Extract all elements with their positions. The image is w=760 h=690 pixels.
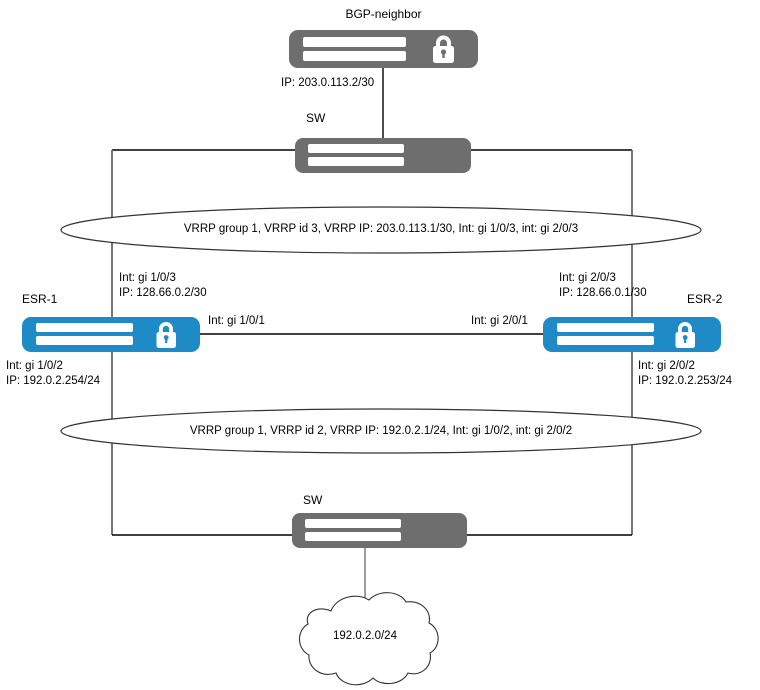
esr1-slot-bottom [36, 336, 133, 345]
device-bgp-neighbor[interactable] [289, 30, 478, 68]
switch-bottom-body [292, 513, 467, 548]
bgp-neighbor-slot-bottom [303, 51, 406, 61]
switch-top-body [295, 138, 471, 173]
esr2-slot-top [557, 323, 654, 332]
lock-icon [433, 35, 454, 63]
cloud-shape [298, 592, 439, 686]
switch-bottom-slot-top [305, 519, 401, 528]
device-esr1[interactable] [22, 317, 200, 352]
bgp-neighbor-slot-top [303, 37, 406, 47]
vrrp-ellipse-upper [60, 206, 702, 254]
switch-top-slot-bottom [308, 157, 404, 166]
device-esr2[interactable] [543, 317, 721, 352]
switch-top-slot-top [308, 144, 404, 153]
lock-icon [675, 322, 695, 348]
vrrp-ellipse-lower [60, 408, 702, 454]
esr2-slot-bottom [557, 336, 654, 345]
lock-icon [156, 322, 176, 348]
device-switch-top[interactable] [295, 138, 471, 173]
esr1-slot-top [36, 323, 133, 332]
network-cloud[interactable] [298, 592, 439, 686]
switch-bottom-slot-bottom [305, 532, 401, 541]
device-switch-bottom[interactable] [292, 513, 467, 548]
